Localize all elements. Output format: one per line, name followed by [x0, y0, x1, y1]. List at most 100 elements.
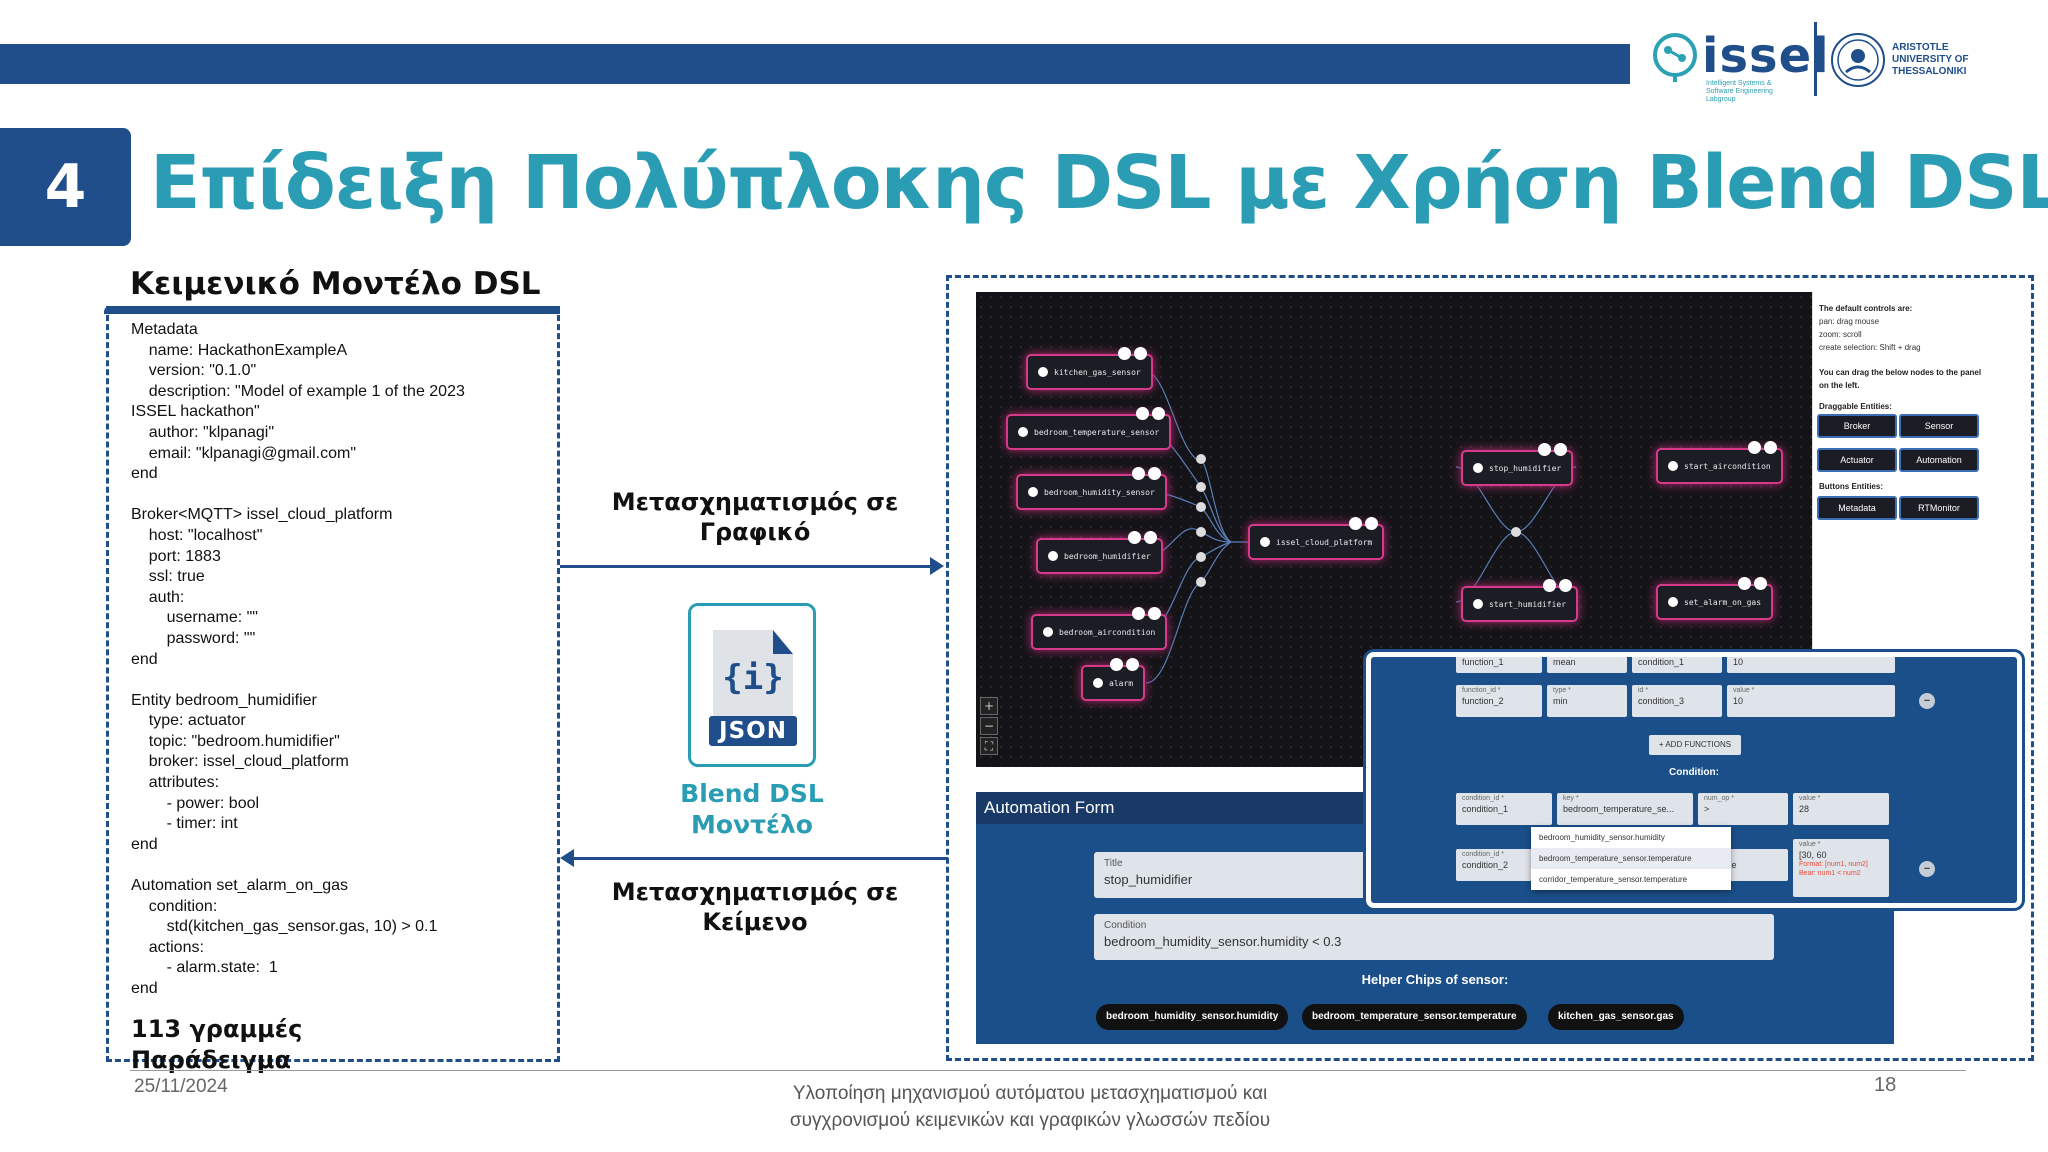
helper-chip[interactable]: bedroom_humidity_sensor.humidity	[1096, 1004, 1289, 1030]
function-value-field[interactable]: 10	[1727, 657, 1895, 673]
code-line: - power: bool	[131, 794, 260, 812]
function-id-field[interactable]: function_id *function_2	[1456, 685, 1542, 717]
add-functions-button[interactable]: + ADD FUNCTIONS	[1649, 735, 1741, 755]
function-type-field[interactable]: type *min	[1547, 685, 1627, 717]
node-bedroom-humidifier[interactable]: bedroom_humidifier	[1036, 531, 1163, 574]
field-value: [30, 60	[1799, 850, 1827, 860]
code-line: name: HackathonExampleA	[131, 341, 348, 359]
node-label: bedroom_humidifier	[1064, 551, 1151, 561]
delete-icon[interactable]	[1747, 441, 1761, 454]
code-line: - timer: int	[131, 815, 238, 833]
delete-icon[interactable]	[1349, 517, 1363, 530]
edit-icon[interactable]	[1126, 658, 1140, 671]
code-line: end	[131, 465, 158, 483]
num-op-field[interactable]: num_op *>	[1698, 793, 1788, 825]
field-label: num_op *	[1704, 795, 1734, 802]
edit-icon[interactable]	[1148, 607, 1162, 620]
range-value-field[interactable]: value * [30, 60 Format: [num1, num2] Bea…	[1793, 839, 1889, 897]
helper-chip[interactable]: kitchen_gas_sensor.gas	[1548, 1004, 1684, 1030]
delete-icon[interactable]	[1110, 658, 1124, 671]
condition-id-field[interactable]: id *condition_3	[1632, 685, 1722, 717]
node-stop-humidifier[interactable]: stop_humidifier	[1461, 443, 1574, 486]
arrow-right-icon	[930, 557, 944, 575]
delete-icon[interactable]	[1543, 579, 1557, 592]
edit-icon[interactable]	[1763, 441, 1777, 454]
code-line: topic: "bedroom.humidifier"	[131, 732, 340, 750]
rtmonitor-button[interactable]: RTMonitor	[1899, 496, 1979, 520]
delete-icon[interactable]	[1131, 467, 1145, 480]
zoom-in-button[interactable]: +	[980, 697, 998, 715]
edge-junction	[1196, 482, 1206, 492]
actuator-draggable[interactable]: Actuator	[1817, 448, 1897, 472]
dropdown-option[interactable]: corridor_temperature_sensor.temperature	[1539, 875, 1688, 884]
dropdown-option[interactable]: bedroom_humidity_sensor.humidity	[1539, 833, 1665, 842]
helper-chips-title: Helper Chips of sensor:	[1361, 972, 1509, 987]
delete-icon[interactable]	[1132, 607, 1146, 620]
pan-hint: pan: drag mouse	[1819, 317, 1880, 326]
automation-draggable[interactable]: Automation	[1899, 448, 1979, 472]
field-value: function_1	[1462, 657, 1504, 667]
delete-icon[interactable]	[1127, 531, 1141, 544]
footer-date: 25/11/2024	[134, 1076, 228, 1097]
slide-title: Επίδειξη Πολύπλοκης DSL με Χρήση Blend D…	[150, 140, 2048, 226]
title-field-value: stop_humidifier	[1104, 872, 1193, 887]
node-bedroom-temperature-sensor[interactable]: bedroom_temperature_sensor	[1006, 407, 1172, 450]
field-value: bedroom_temperature_se...	[1563, 804, 1675, 814]
delete-icon[interactable]	[1136, 407, 1150, 420]
node-bedroom-aircondition[interactable]: bedroom_aircondition	[1031, 607, 1168, 650]
metadata-button[interactable]: Metadata	[1817, 496, 1897, 520]
delete-icon[interactable]	[1117, 347, 1131, 360]
node-bedroom-humidity-sensor[interactable]: bedroom_humidity_sensor	[1016, 467, 1167, 510]
code-line: end	[131, 980, 158, 997]
node-alarm[interactable]: alarm	[1081, 658, 1146, 701]
edit-icon[interactable]	[1152, 407, 1166, 420]
remove-condition-button[interactable]: −	[1919, 861, 1935, 877]
edit-icon[interactable]	[1559, 579, 1573, 592]
node-start-aircondition[interactable]: start_aircondition	[1656, 441, 1783, 484]
sensor-draggable[interactable]: Sensor	[1899, 414, 1979, 438]
dropdown-option[interactable]: bedroom_temperature_sensor.temperature	[1531, 848, 1731, 869]
edge-junction	[1196, 454, 1206, 464]
field-label: value *	[1799, 841, 1821, 848]
edit-icon[interactable]	[1754, 577, 1768, 590]
function-value-field[interactable]: value *10	[1727, 685, 1895, 717]
page-number: 18	[1874, 1074, 1897, 1096]
condition-id-field[interactable]: condition_1	[1632, 657, 1722, 673]
function-type-field[interactable]: mean	[1547, 657, 1627, 673]
edit-icon[interactable]	[1147, 467, 1161, 480]
code-line: condition:	[131, 897, 218, 915]
remove-function-button[interactable]: −	[1919, 693, 1935, 709]
code-line: port: 1883	[131, 547, 221, 565]
node-label: start_humidifier	[1489, 599, 1567, 609]
helper-chip[interactable]: bedroom_temperature_sensor.temperature	[1302, 1004, 1527, 1030]
university-name: ARISTOTLE UNIVERSITY OF THESSALONIKI	[1892, 42, 1969, 77]
field-value: condition_1	[1462, 804, 1509, 814]
zoom-out-button[interactable]: −	[980, 717, 998, 735]
node-issel-cloud-platform[interactable]: issel_cloud_platform	[1248, 517, 1385, 560]
broker-draggable[interactable]: Broker	[1817, 414, 1897, 438]
edit-icon[interactable]	[1554, 443, 1568, 456]
code-line	[131, 855, 551, 876]
node-label: bedroom_aircondition	[1059, 627, 1156, 637]
validation-error: Bear: num1 < num2	[1799, 870, 1861, 877]
node-label: set_alarm_on_gas	[1684, 597, 1762, 607]
edit-icon[interactable]	[1133, 347, 1147, 360]
condition-key-field[interactable]: key *bedroom_temperature_se...	[1557, 793, 1693, 825]
function-id-field[interactable]: function_1	[1456, 657, 1542, 673]
condition-id-field[interactable]: condition_id *condition_1	[1456, 793, 1552, 825]
code-line: actions:	[131, 938, 204, 956]
field-value: 28	[1799, 804, 1810, 814]
node-set-alarm-on-gas[interactable]: set_alarm_on_gas	[1656, 577, 1774, 620]
condition-value-field[interactable]: value *28	[1793, 793, 1889, 825]
fit-view-button[interactable]: ⛶	[980, 737, 998, 755]
edit-icon[interactable]	[1365, 517, 1379, 530]
edit-icon[interactable]	[1143, 531, 1157, 544]
node-start-humidifier[interactable]: start_humidifier	[1461, 579, 1579, 622]
delete-icon[interactable]	[1538, 443, 1552, 456]
delete-icon[interactable]	[1738, 577, 1752, 590]
node-kitchen-gas-sensor[interactable]: kitchen_gas_sensor	[1026, 347, 1153, 390]
sensor-icon	[1028, 487, 1038, 497]
condition-field[interactable]: Condition bedroom_humidity_sensor.humidi…	[1094, 914, 1774, 960]
code-line: - alarm.state: 1	[131, 959, 278, 977]
code-line: Automation set_alarm_on_gas	[131, 877, 349, 895]
